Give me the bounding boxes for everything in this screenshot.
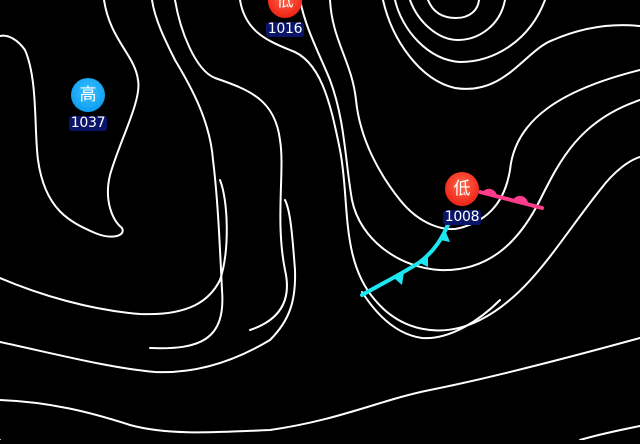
isobar — [0, 179, 228, 316]
isobar — [579, 425, 640, 441]
pressure-value: 1037 — [68, 115, 108, 131]
low-pressure-center: 低 1008 — [442, 172, 482, 225]
low-pressure-center: 低 1016 — [265, 0, 305, 37]
pressure-value: 1016 — [265, 21, 305, 37]
isobar — [0, 337, 640, 434]
pressure-value: 1008 — [442, 209, 482, 225]
low-icon: 低 — [445, 172, 479, 206]
low-icon: 低 — [268, 0, 302, 18]
isobar — [174, 0, 288, 331]
high-pressure-center: 高 1037 — [68, 78, 108, 131]
cold-front — [360, 218, 452, 297]
isobar — [361, 291, 501, 340]
warm-front — [478, 188, 544, 210]
high-icon: 高 — [71, 78, 105, 112]
isobar — [427, 0, 480, 19]
isobar — [409, 0, 506, 41]
isobar — [0, 0, 140, 238]
isobar — [299, 0, 640, 272]
isobar — [149, 0, 224, 350]
isobar — [239, 0, 640, 332]
isobar — [329, 0, 640, 230]
isobar — [382, 0, 640, 90]
isobar — [394, 0, 546, 63]
isobar — [0, 199, 297, 374]
